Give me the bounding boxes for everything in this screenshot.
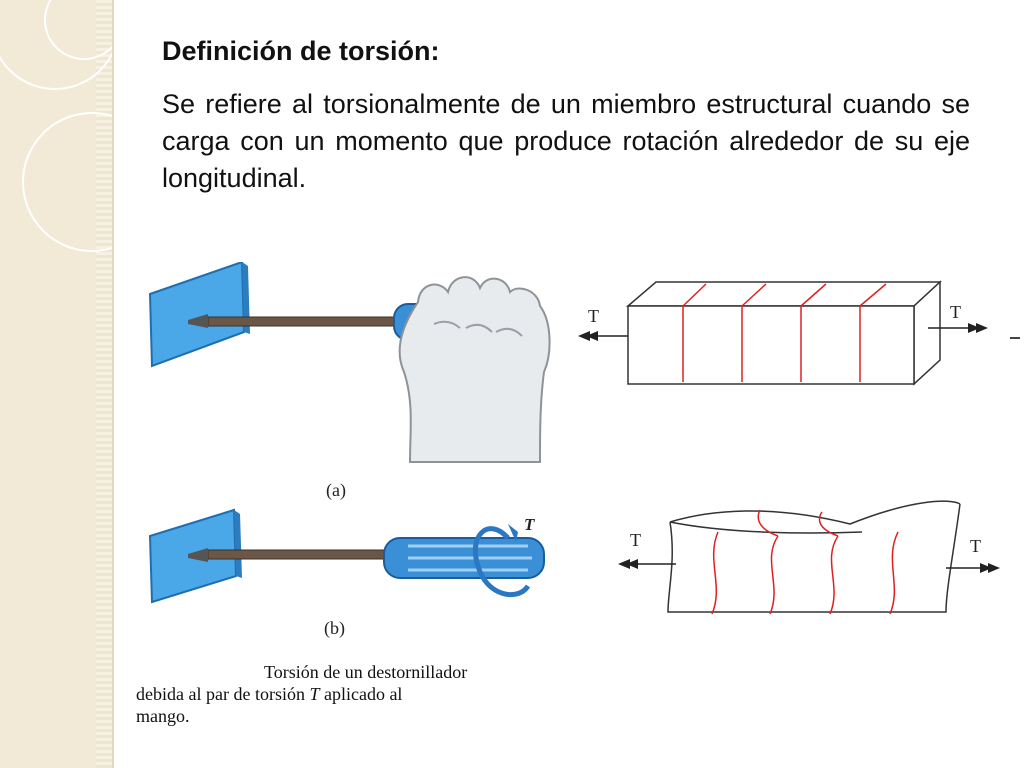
sidebar-circle-small (44, 0, 112, 60)
definition-text: Se refiere al torsionalmente de un miemb… (162, 89, 970, 193)
screw-tip-a (188, 314, 208, 328)
sidebar-circle-middle (22, 112, 112, 252)
twist-line-4 (889, 531, 899, 615)
bar-diagram: T T (578, 280, 1020, 386)
label-a: (a) (326, 480, 346, 501)
bar-right-label: T (950, 302, 961, 322)
torque-symbol-b: T (524, 515, 535, 534)
twisted-right-label: T (970, 536, 981, 556)
screwdriver-figure-a: (a) (148, 262, 551, 501)
bar-line-4 (859, 283, 887, 382)
screwdriver-figure-b: T (b) (148, 508, 545, 639)
wood-block-a (148, 262, 246, 368)
wood-block-side-b (234, 510, 242, 578)
handle-grooves-b (408, 544, 532, 572)
bar-line-3 (800, 283, 827, 382)
decorative-sidebar (0, 0, 114, 768)
bar-line-1 (682, 283, 707, 382)
twisted-bar-outline (667, 500, 961, 613)
caption-line-3: mango. (136, 706, 190, 726)
bar-right-arrowhead (976, 323, 988, 333)
twist-line-2 (757, 509, 779, 615)
hand-a (398, 276, 551, 463)
bar-left-label: T (588, 306, 599, 326)
wood-block-side-a (242, 262, 250, 334)
caption-symbol: T (309, 684, 321, 704)
caption-line-1: Torsión de un destornillador (264, 662, 467, 682)
twisted-right-arrowhead (988, 563, 1000, 573)
bar-top-face (625, 281, 942, 307)
twisted-left-arrowhead (618, 559, 630, 569)
twist-line-1 (711, 531, 719, 615)
caption-line-2-end: aplicado al (324, 684, 402, 704)
bar-left-arrowhead-2 (586, 331, 598, 341)
bar-right-arrowhead-2 (968, 323, 980, 333)
bar-front-face (627, 305, 915, 385)
torque-arrow-b (472, 526, 531, 598)
twisted-bar-diagram: T T (618, 500, 1000, 615)
bar-left-arrowhead (578, 331, 590, 341)
twisted-left-label: T (630, 530, 641, 550)
caption-line-2: debida al par de torsión T aplicado al (136, 684, 402, 704)
caption-line-2-start: debida al par de torsión (136, 684, 305, 704)
figure-caption: Torsión de un destornillador debida al p… (136, 662, 467, 726)
sidebar-circle-top (0, 0, 112, 90)
twisted-red-lines (711, 509, 899, 615)
screwdriver-shaft-b (207, 549, 389, 560)
bar-line-2 (741, 283, 767, 382)
screw-tip-b (188, 548, 208, 562)
torque-arrowhead-b (508, 524, 518, 542)
screwdriver-shaft-a (207, 316, 399, 327)
twisted-left-arrowhead-2 (626, 559, 638, 569)
hand-knuckles-a (433, 320, 523, 337)
slide-title: Definición de torsión: (162, 36, 440, 66)
label-b: (b) (324, 618, 345, 639)
twist-line-3 (818, 511, 839, 615)
bar-red-lines (682, 283, 887, 382)
twisted-right-arrowhead-2 (980, 563, 992, 573)
